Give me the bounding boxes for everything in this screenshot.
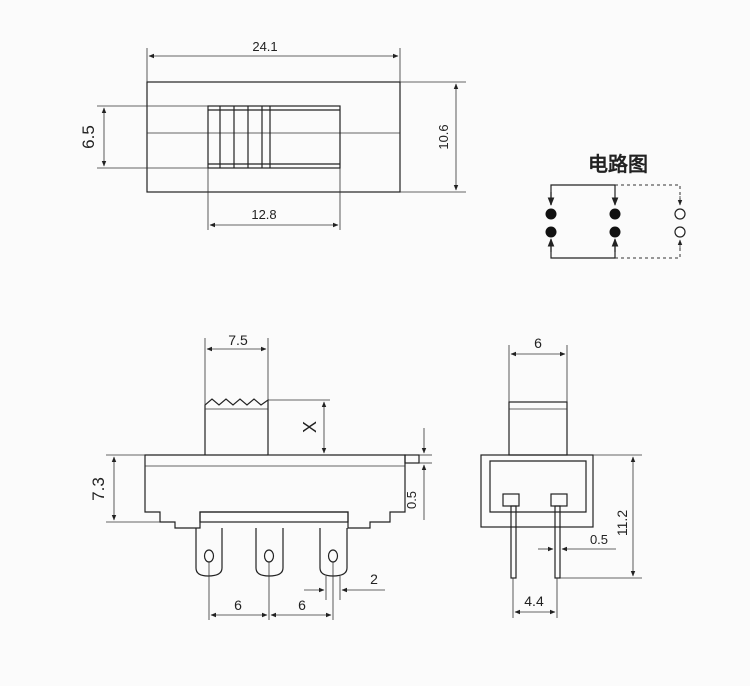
dim-body-height-label: 7.3 [89, 477, 108, 501]
front-view: 7.5 X 7.3 0.5 6 6 2 [89, 332, 432, 620]
contact-dot [609, 226, 621, 238]
dim-width-label: 24.1 [252, 39, 277, 54]
dim-actuator-label: 6.5 [79, 125, 98, 149]
contact-dot [545, 208, 557, 220]
dim-height-label: 10.6 [436, 124, 451, 149]
contact-open [674, 208, 686, 220]
side-terminal-left [502, 493, 520, 507]
top-view: 24.1 10.6 6.5 12.8 [79, 39, 466, 230]
dim-slot-label: 12.8 [251, 207, 276, 222]
pin-1 [195, 528, 223, 577]
circuit-diagram: 电路图 [545, 152, 686, 259]
top-body-outline [146, 81, 401, 193]
dim-pin-thickness-label: 0.5 [590, 532, 608, 547]
dim-side-height-label: 11.2 [614, 510, 630, 536]
top-actuator [207, 105, 341, 169]
side-view: 6 11.2 0.5 4.4 [480, 335, 642, 618]
circuit-title: 电路图 [588, 152, 648, 176]
front-handle [204, 398, 269, 455]
pin-2 [255, 528, 284, 577]
side-terminal-right [550, 493, 568, 507]
dim-pin-span-label: 4.4 [524, 593, 544, 609]
contact-dot [545, 226, 557, 238]
dim-pitch-left-label: 6 [234, 597, 242, 613]
dim-pitch-right-label: 6 [298, 597, 306, 613]
contact-open [674, 226, 686, 238]
side-pin-right [554, 505, 561, 579]
dim-side-handle-label: 6 [534, 335, 542, 351]
side-pin-left [510, 505, 517, 579]
dim-handle-height-label: X [300, 421, 320, 433]
front-tab [404, 454, 420, 464]
contact-dot [609, 208, 621, 220]
dim-pin-width-label: 2 [370, 571, 378, 587]
pin-3 [319, 528, 348, 577]
side-handle [508, 401, 568, 456]
side-body [480, 454, 594, 528]
dim-handle-label: 7.5 [228, 332, 248, 348]
front-base-plate [199, 511, 349, 523]
dim-offset-label: 0.5 [404, 491, 419, 509]
